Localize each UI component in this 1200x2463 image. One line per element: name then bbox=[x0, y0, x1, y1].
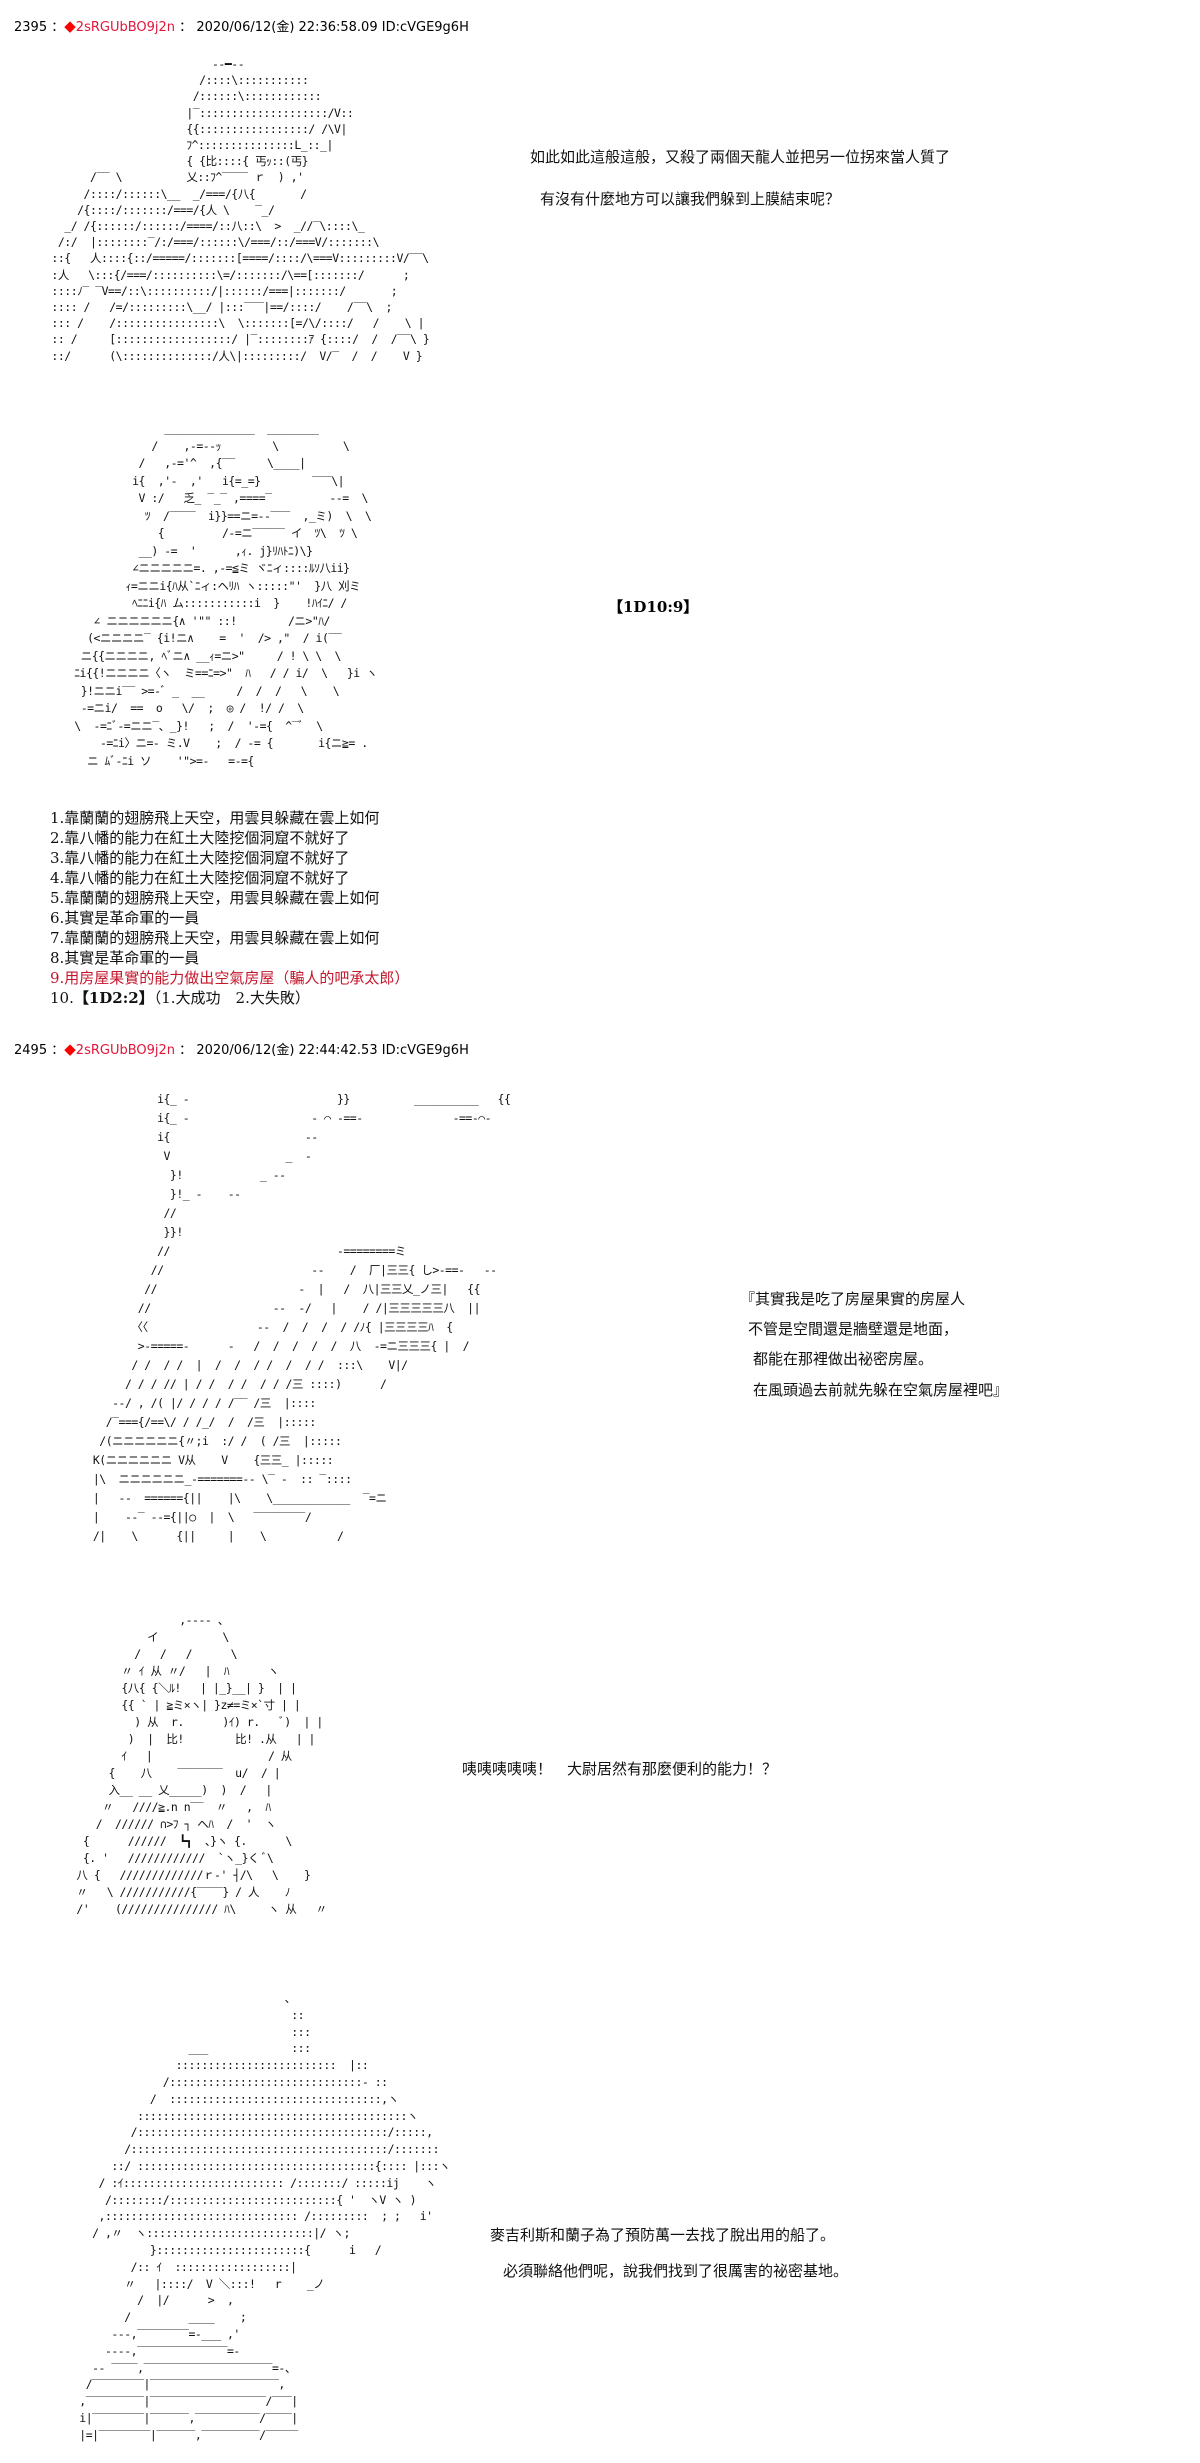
dialogue-line: 如此如此這般這般，又殺了兩個天龍人並把另一位拐來當人質了 bbox=[530, 148, 951, 166]
separator: ： bbox=[51, 20, 65, 35]
trip-code[interactable]: 2sRGUbBO9j2n bbox=[75, 1043, 176, 1058]
dice-result: 【1D10:9】 bbox=[608, 598, 699, 616]
dialogue-line: 『其實我是吃了房屋果實的房屋人 bbox=[740, 1290, 966, 1308]
post-number: 2395 bbox=[14, 20, 48, 35]
choice-item: 4.靠八幡的能力在紅土大陸挖個洞窟不就好了 bbox=[50, 869, 350, 887]
post-header: 2395 ：◆2sRGUbBO9j2n ： 2020/06/12(金) 22:3… bbox=[14, 16, 469, 35]
choice-prefix: 10. bbox=[50, 989, 74, 1007]
trip-diamond-icon: ◆ bbox=[64, 17, 76, 35]
choice-item: 6.其實是革命軍的一員 bbox=[50, 909, 200, 927]
post-datetime: 2020/06/12(金) 22:44:42.53 bbox=[196, 1043, 378, 1058]
dice-roll: 【1D2:2】 bbox=[73, 989, 154, 1007]
choice-suffix: （1.大成功 2.大失敗） bbox=[153, 989, 310, 1007]
separator: ： bbox=[179, 1043, 193, 1058]
choice-item: 5.靠蘭蘭的翅膀飛上天空，用雲貝躲藏在雲上如何 bbox=[50, 889, 380, 907]
dialogue-line: 不管是空間還是牆壁還是地面， bbox=[748, 1320, 959, 1338]
choice-list: 1.靠蘭蘭的翅膀飛上天空，用雲貝躲藏在雲上如何 2.靠八幡的能力在紅土大陸挖個洞… bbox=[50, 808, 409, 1008]
choice-item: 7.靠蘭蘭的翅膀飛上天空，用雲貝躲藏在雲上如何 bbox=[50, 929, 380, 947]
choice-item-selected: 9.用房屋果實的能力做出空氣房屋（騙人的吧承太郎） bbox=[50, 969, 410, 987]
dialogue-line: 咦咦咦咦咦！ 大尉居然有那麼便利的能力！？ bbox=[462, 1760, 778, 1778]
ascii-art-man: -‐━‐- /::::\::::::::::: /::::::\::::::::… bbox=[51, 57, 430, 363]
ascii-art-officer: ______________ ________ / ,-=-‐ｯ \ \ / ,… bbox=[74, 421, 378, 768]
separator: ： bbox=[179, 20, 193, 35]
choice-item: 10.【1D2:2】（1.大成功 2.大失敗） bbox=[50, 988, 409, 1008]
trip-diamond-icon: ◆ bbox=[64, 1040, 76, 1058]
ascii-art-girl: ,‐‐‐‐ 、 イ \ / / / \ 〃 ｲ 从 〃/ | ﾊ ヽ {八{ {… bbox=[76, 1613, 327, 1916]
poster-id[interactable]: ID:cVGE9g6H bbox=[381, 1043, 469, 1058]
post-number: 2495 bbox=[14, 1043, 48, 1058]
dialogue-line: 麥吉利斯和蘭子為了預防萬一去找了脫出用的船了。 bbox=[490, 2226, 836, 2244]
choice-item: 3.靠八幡的能力在紅土大陸挖個洞窟不就好了 bbox=[50, 849, 350, 867]
post-header: 2495 ：◆2sRGUbBO9j2n ： 2020/06/12(金) 22:4… bbox=[14, 1039, 469, 1058]
dialogue-line: 在風頭過去前就先躲在空氣房屋裡吧』 bbox=[753, 1381, 1009, 1399]
choice-item: 2.靠八幡的能力在紅土大陸挖個洞窟不就好了 bbox=[50, 829, 350, 847]
dialogue-line: 都能在那裡做出祕密房屋。 bbox=[753, 1350, 934, 1368]
post-datetime: 2020/06/12(金) 22:36:58.09 bbox=[196, 20, 378, 35]
poster-id[interactable]: ID:cVGE9g6H bbox=[381, 20, 469, 35]
dialogue-line: 有沒有什麼地方可以讓我們躲到上膜結束呢？ bbox=[540, 190, 841, 208]
ascii-art-house: i{_ - }} __________ {{ i{_ - - ⌒ -==- -=… bbox=[92, 1092, 511, 1543]
trip-code[interactable]: 2sRGUbBO9j2n bbox=[75, 20, 176, 35]
choice-item: 1.靠蘭蘭的翅膀飛上天空，用雲貝躲藏在雲上如何 bbox=[50, 809, 380, 827]
choice-item: 8.其實是革命軍的一員 bbox=[50, 949, 200, 967]
ascii-art-captain: ､ :: ::: ___ ::: :::::::::::::::::::::::… bbox=[79, 1991, 450, 2442]
separator: ： bbox=[51, 1043, 65, 1058]
dialogue-line: 必須聯絡他們呢，說我們找到了很厲害的祕密基地。 bbox=[503, 2262, 849, 2280]
